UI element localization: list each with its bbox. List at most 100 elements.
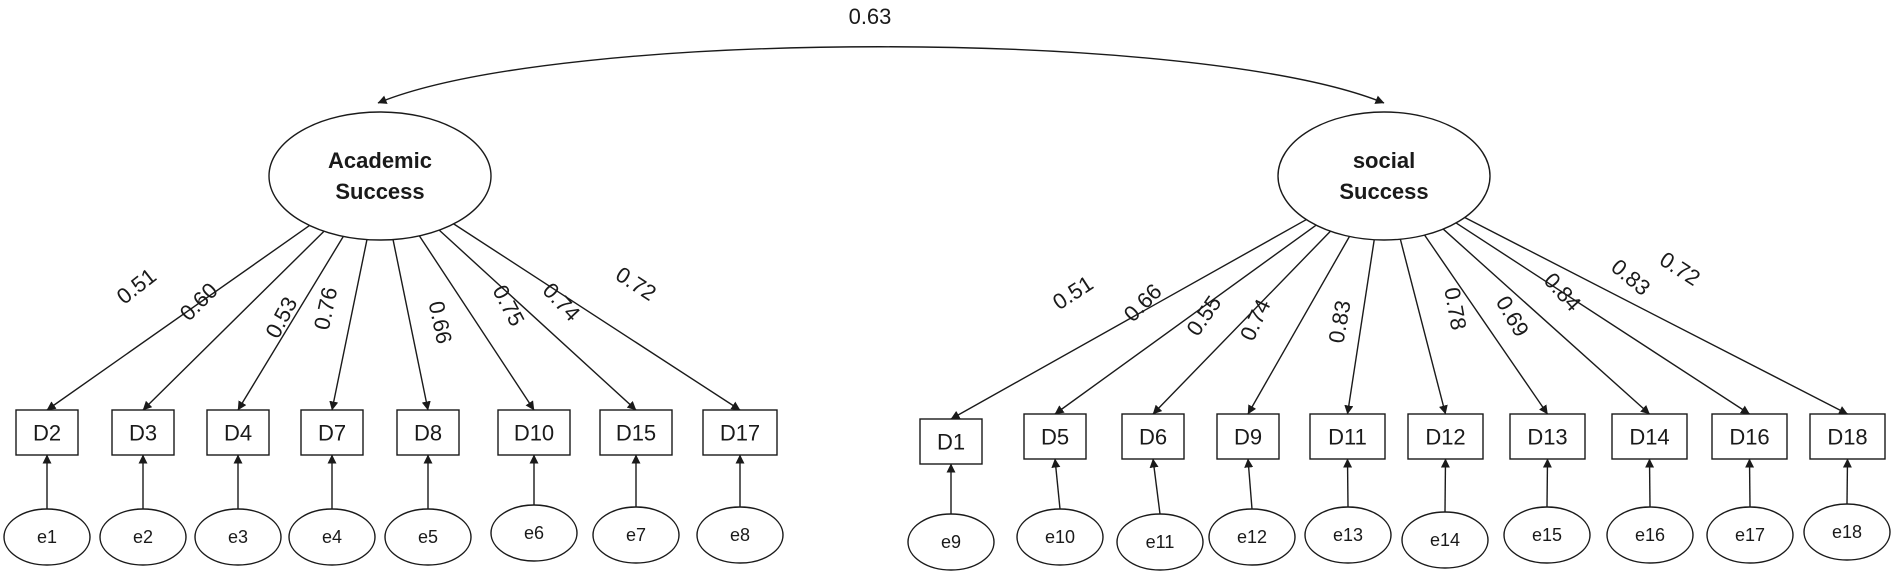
latent-social-line1: social <box>1353 148 1415 173</box>
error-label-e9: e9 <box>941 532 961 552</box>
error-ellipse-e17 <box>1706 506 1794 564</box>
error-term-e9: e9 <box>907 513 995 571</box>
loading-path-d7 <box>329 239 368 411</box>
error-term-e3: e3 <box>194 508 282 566</box>
latent-academic-line1: Academic <box>328 148 432 173</box>
loading-path-d12 <box>1399 239 1448 415</box>
error-term-e12: e12 <box>1208 508 1296 566</box>
error-term-e8: e8 <box>696 506 784 564</box>
correlation-arc <box>377 46 1385 104</box>
error-path-e12 <box>1244 458 1254 510</box>
error-ellipse-e18 <box>1803 503 1891 561</box>
latent-academic: Academic Success <box>268 111 492 241</box>
error-label-e11: e11 <box>1146 532 1175 552</box>
error-path-e16 <box>1645 458 1655 508</box>
error-path-e17 <box>1745 458 1755 508</box>
loading-path-d10 <box>418 235 535 411</box>
error-term-e2: e2 <box>99 508 187 566</box>
indicator-box-d7 <box>300 409 364 456</box>
loading-label-d11: 0.83 <box>1324 298 1356 345</box>
indicator-box-d2 <box>15 409 79 456</box>
error-label-e16: e16 <box>1635 525 1665 545</box>
error-ellipse-e7 <box>592 506 680 564</box>
error-ellipse-e2 <box>99 508 187 566</box>
indicator-label-d14: D14 <box>1629 425 1669 450</box>
error-path-e13 <box>1343 458 1353 508</box>
error-path-e10 <box>1051 458 1061 510</box>
error-label-e6: e6 <box>524 523 544 543</box>
loading-label-d6: 0.55 <box>1181 291 1226 340</box>
error-term-e16: e16 <box>1606 506 1694 564</box>
latent-social: social Success <box>1277 111 1491 241</box>
indicator-box-d4 <box>206 409 270 456</box>
indicator-box-d12 <box>1407 413 1484 460</box>
indicator-box-d16 <box>1711 413 1788 460</box>
indicator-d3: D3 <box>111 409 175 456</box>
indicator-label-d3: D3 <box>129 421 157 446</box>
indicator-box-d9 <box>1216 413 1280 460</box>
indicator-label-d11: D11 <box>1328 425 1367 450</box>
indicator-box-d15 <box>599 409 673 456</box>
indicator-label-d8: D8 <box>414 421 442 446</box>
indicator-box-d17 <box>702 409 778 456</box>
indicator-d12: D12 <box>1407 413 1484 460</box>
loading-path-d11 <box>1344 239 1375 415</box>
error-ellipse-e16 <box>1606 506 1694 564</box>
indicator-d1: D1 <box>919 418 983 465</box>
loading-label-d8: 0.66 <box>424 299 457 346</box>
error-label-e8: e8 <box>730 525 750 545</box>
loading-label-d5: 0.66 <box>1119 279 1167 327</box>
indicator-label-d13: D13 <box>1527 425 1567 450</box>
loading-path-d18 <box>1464 216 1848 415</box>
indicator-d11: D11 <box>1309 413 1386 460</box>
indicator-box-d6 <box>1121 413 1185 460</box>
indicator-label-d2: D2 <box>33 421 61 446</box>
error-edges <box>42 454 1852 515</box>
error-path-e18 <box>1842 458 1852 505</box>
loading-label-d13: 0.69 <box>1491 291 1534 341</box>
loading-label-d12: 0.78 <box>1439 285 1471 332</box>
indicator-box-d3 <box>111 409 175 456</box>
indicator-label-d7: D7 <box>318 421 346 446</box>
error-path-e14 <box>1440 458 1450 513</box>
error-label-e4: e4 <box>322 527 342 547</box>
loading-label-d14: 0.84 <box>1539 268 1586 317</box>
error-ellipse-e8 <box>696 506 784 564</box>
error-term-e18: e18 <box>1803 503 1891 561</box>
error-ellipse-e4 <box>288 508 376 566</box>
indicator-label-d1: D1 <box>937 430 965 455</box>
error-label-e10: e10 <box>1045 527 1075 547</box>
loading-label-d10: 0.75 <box>488 281 530 331</box>
indicator-label-d9: D9 <box>1234 425 1262 450</box>
error-ellipse-e5 <box>384 508 472 566</box>
error-label-e13: e13 <box>1333 525 1363 545</box>
indicator-label-d15: D15 <box>616 421 656 446</box>
error-term-e13: e13 <box>1304 506 1392 564</box>
error-ellipse-e12 <box>1208 508 1296 566</box>
error-term-e4: e4 <box>288 508 376 566</box>
loading-path-d6 <box>1152 230 1331 415</box>
error-label-e3: e3 <box>228 527 248 547</box>
loading-path-d9 <box>1247 236 1351 415</box>
indicator-label-d12: D12 <box>1425 425 1465 450</box>
loading-path-d16 <box>1455 222 1750 415</box>
error-term-e1: e1 <box>3 508 91 566</box>
error-term-e14: e14 <box>1401 511 1489 569</box>
latent-academic-line2: Success <box>335 179 424 204</box>
indicator-label-d4: D4 <box>224 421 252 446</box>
indicator-box-d13 <box>1509 413 1586 460</box>
error-label-e12: e12 <box>1237 527 1267 547</box>
indicator-label-d6: D6 <box>1139 425 1167 450</box>
error-ellipse-e15 <box>1503 506 1591 564</box>
indicator-d6: D6 <box>1121 413 1185 460</box>
error-ellipse-e13 <box>1304 506 1392 564</box>
error-label-e5: e5 <box>418 527 438 547</box>
indicator-box-d18 <box>1809 413 1886 460</box>
indicator-box-d11 <box>1309 413 1386 460</box>
loading-edges <box>46 216 1848 420</box>
error-term-e11: e11 <box>1116 513 1204 571</box>
